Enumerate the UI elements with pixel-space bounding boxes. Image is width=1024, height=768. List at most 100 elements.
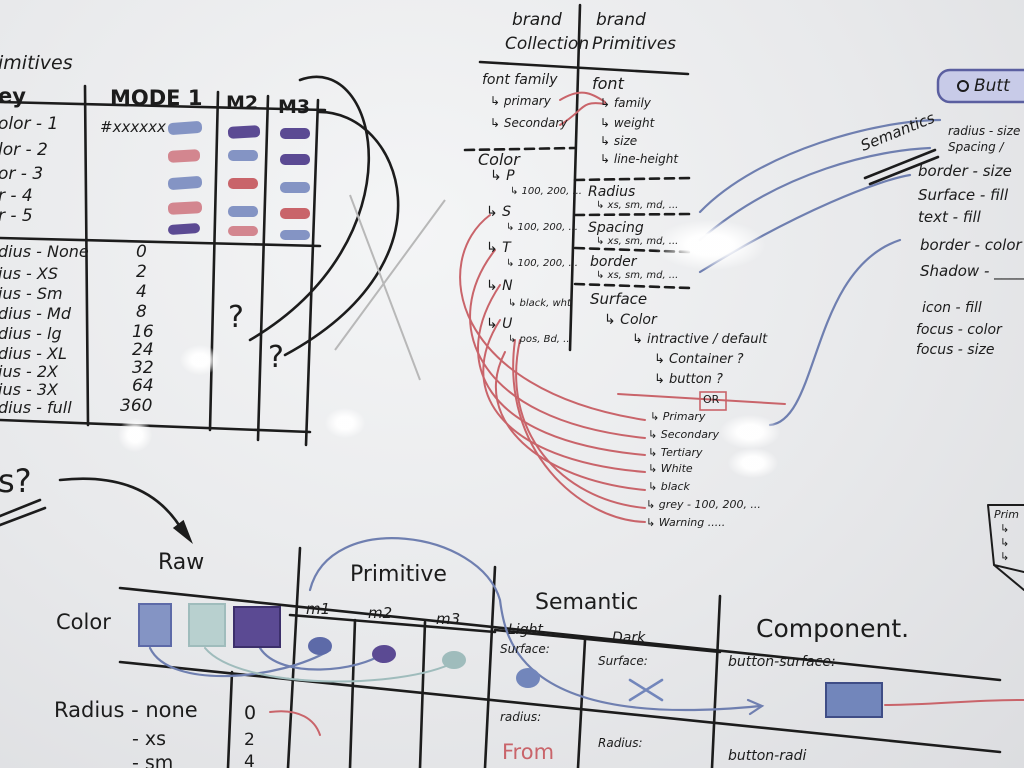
semantics-item: border - color xyxy=(920,236,1022,254)
swatch-m2-3 xyxy=(228,178,258,189)
hex-placeholder: #xxxxxx xyxy=(100,118,166,136)
from-text: From xyxy=(502,740,555,764)
brand-right-item: ↳ family xyxy=(600,96,651,110)
brand-right-item: ↳ xs, sm, md, ... xyxy=(596,270,679,281)
semantics-item: Shadow - ______ xyxy=(920,262,1024,280)
brand-left-item: Color xyxy=(478,150,520,169)
col-mode1-header: MODE 1 xyxy=(110,86,203,110)
brand-right-item: ↳ intractive / default xyxy=(632,332,768,347)
radius-key: ius - XS xyxy=(0,264,58,283)
brand-right-item: ↳ button ? xyxy=(654,372,723,387)
raw-value: 2 xyxy=(244,730,255,750)
brand-right-item: Surface xyxy=(590,290,648,308)
dark-radius-label: Radius: xyxy=(598,736,643,750)
row-label-xs: - xs xyxy=(132,728,167,750)
brand-left-item: ↳ Secondary xyxy=(490,116,568,130)
radius-value: 4 xyxy=(136,282,147,302)
header-semantic: Semantic xyxy=(535,590,639,615)
brand-left-item: ↳ S xyxy=(486,204,512,220)
dark-surface-label: Surface: xyxy=(598,654,648,668)
color-key: lor - 2 xyxy=(0,140,48,160)
brand-primitives-header: brand xyxy=(596,10,646,30)
brand-right-item: border xyxy=(590,254,637,270)
semantics-item: icon - fill xyxy=(922,300,982,316)
left-question: s? xyxy=(0,462,32,500)
swatch-m2-5 xyxy=(228,226,258,236)
semantics-item: text - fill xyxy=(918,208,981,226)
glare xyxy=(118,418,152,452)
glare xyxy=(325,408,365,438)
brand-right-item: ↳ Secondary xyxy=(648,428,719,441)
row-label-color: Color xyxy=(56,610,111,634)
brand-right-item: font xyxy=(592,74,624,93)
brand-right-item: ↳ Tertiary xyxy=(648,446,703,459)
radius-value: 8 xyxy=(136,302,147,322)
brand-or: OR xyxy=(703,393,720,406)
primitive-mode: m3 xyxy=(436,610,461,628)
radius-key: dius - full xyxy=(0,398,72,417)
raw-swatch-blue xyxy=(138,603,172,647)
brand-right-item: ↳ size xyxy=(600,134,638,148)
swatch-m2-2 xyxy=(228,150,258,161)
radius-key: dius - Md xyxy=(0,304,71,323)
component-surface-label: button-surface: xyxy=(728,654,836,670)
light-surface-label: Surface: xyxy=(500,642,550,656)
brand-right-item: Spacing xyxy=(588,220,644,236)
swatch-mode1-3 xyxy=(167,175,203,191)
swatch-mode1-1 xyxy=(167,120,203,136)
swatch-m3-2 xyxy=(280,154,310,165)
primitive-mode: m2 xyxy=(368,604,393,622)
raw-value: 0 xyxy=(244,702,257,724)
raw-swatch-purple xyxy=(233,606,281,648)
brand-left-item: ↳ T xyxy=(486,240,511,256)
raw-swatch-teal xyxy=(188,603,226,647)
swatch-mode1-4 xyxy=(167,201,203,215)
radius-key: dius - lg xyxy=(0,324,62,343)
radius-value: 32 xyxy=(132,358,154,378)
radius-key: ius - 2X xyxy=(0,362,59,381)
semantics-item: Spacing / xyxy=(948,140,1004,154)
header-primitive: Primitive xyxy=(350,562,447,587)
radius-key: ius - Sm xyxy=(0,284,63,303)
color-key: r - 4 xyxy=(0,186,33,206)
semantics-item: radius - size xyxy=(948,124,1021,138)
glare xyxy=(728,448,778,478)
brand-right-item: ↳ grey - 100, 200, ... xyxy=(646,498,761,511)
glare xyxy=(180,345,220,375)
question-mark: ? xyxy=(228,300,244,335)
header-raw: Raw xyxy=(158,550,205,575)
brand-primitives-header: Primitives xyxy=(592,34,677,54)
brand-right-item: ↳ line-height xyxy=(600,152,679,166)
raw-value: 4 xyxy=(244,752,255,768)
col-key-header: ey xyxy=(0,84,26,108)
brand-left-item: ↳ primary xyxy=(490,94,551,108)
radius-value: 24 xyxy=(132,340,154,360)
brand-right-item: ↳ Color xyxy=(604,312,657,328)
brand-collection-header: brand xyxy=(512,10,562,30)
swatch-m3-3 xyxy=(280,182,310,193)
row-label-radius: Radius - none xyxy=(54,698,198,722)
primitives-heading: imitives xyxy=(0,52,73,74)
card-text: Prim xyxy=(994,508,1019,521)
brand-collection-header: Collection xyxy=(505,34,590,54)
brand-right-item: ↳ Primary xyxy=(650,410,706,423)
component-radius-label: button-radi xyxy=(728,748,807,764)
card-text: ↳ xyxy=(1000,522,1010,535)
radius-key: ius - 3X xyxy=(0,380,59,399)
swatch-mode1-2 xyxy=(167,149,201,163)
radius-key: dius - XL xyxy=(0,344,67,363)
brand-right-item: Radius xyxy=(588,184,636,200)
brand-left-item: ↳ 100, 200, ... xyxy=(510,186,582,197)
swatch-m3-4 xyxy=(280,208,310,219)
semantic-mode-dark: Dark xyxy=(612,630,646,646)
semantics-item: focus - color xyxy=(916,322,1002,338)
radius-value: 16 xyxy=(132,322,154,342)
radius-value: 2 xyxy=(136,262,147,282)
brand-right-item: ↳ Warning ..... xyxy=(646,516,726,529)
brand-right-item: ↳ xs, sm, md, ... xyxy=(596,236,679,247)
primitive-mode: m1 xyxy=(306,600,331,618)
brand-left-item: ↳ 100, 200, ... xyxy=(506,222,578,233)
brand-right-item: ↳ White xyxy=(648,462,693,475)
